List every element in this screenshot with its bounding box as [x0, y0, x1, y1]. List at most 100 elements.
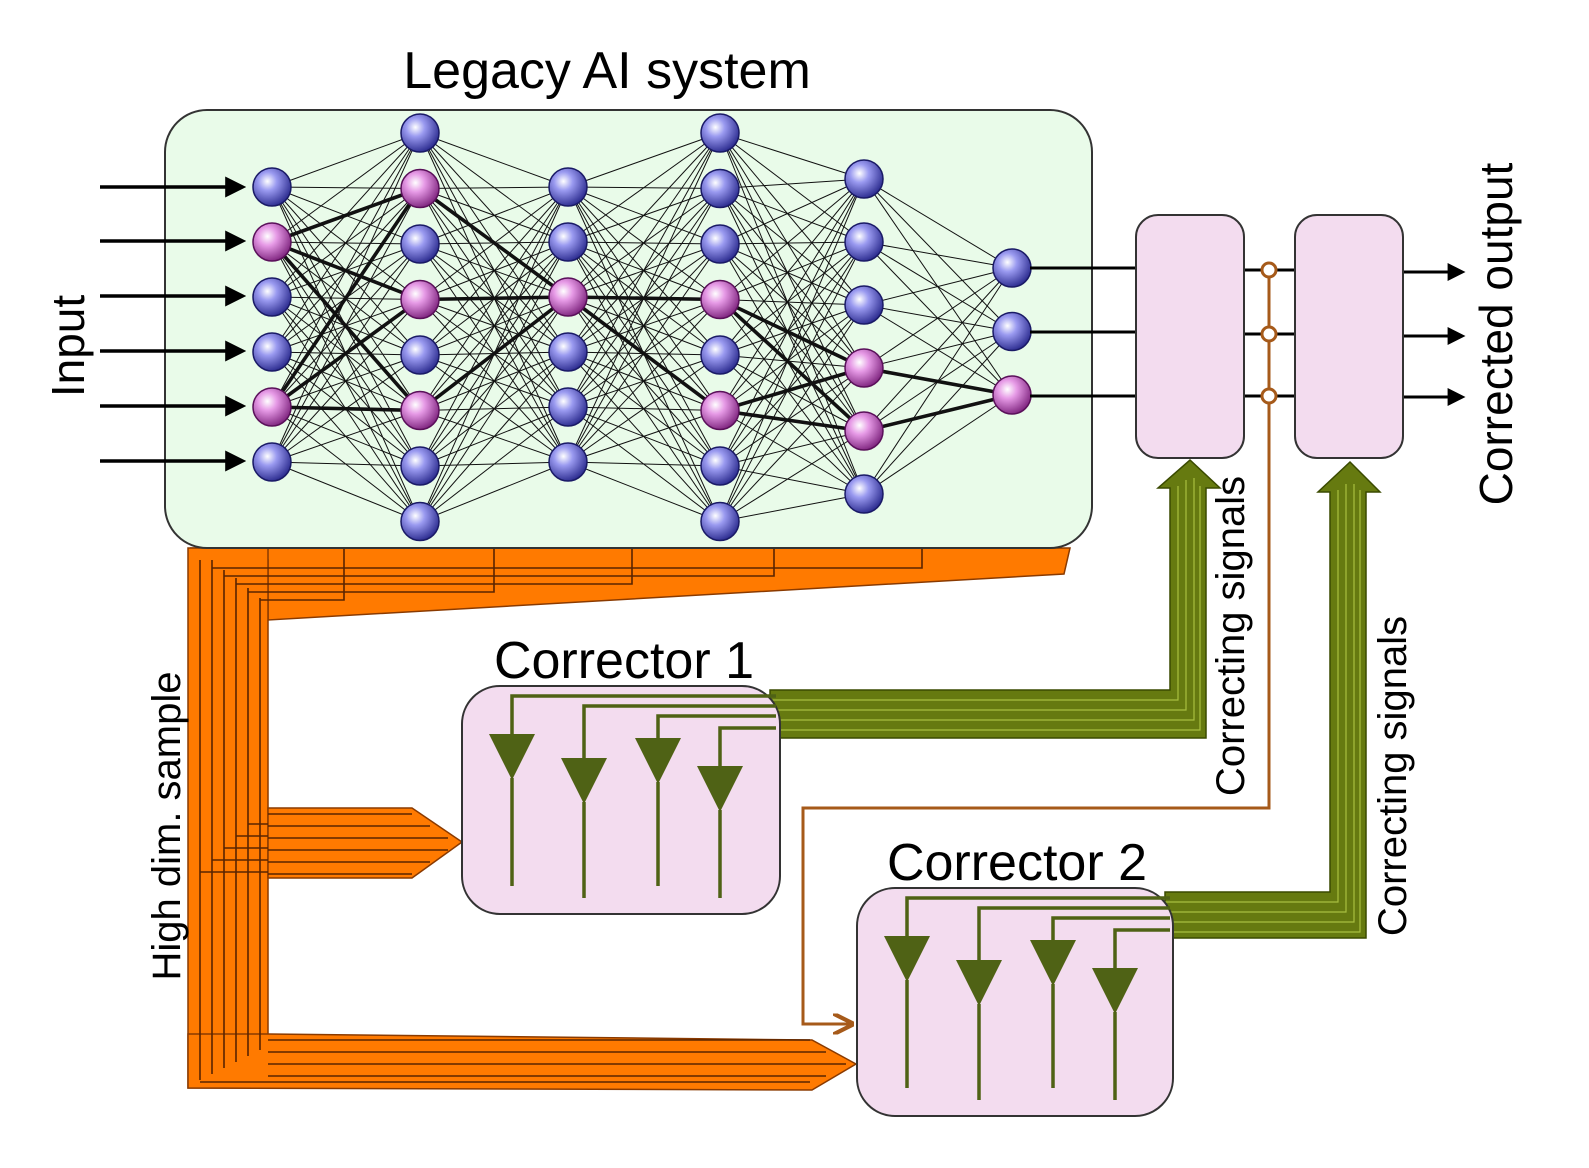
neuron	[400, 113, 440, 153]
neuron	[700, 224, 740, 264]
connection	[719, 188, 865, 495]
connection	[863, 178, 1013, 269]
connection	[719, 241, 865, 467]
corrector-2	[856, 887, 1174, 1117]
connection	[719, 178, 865, 189]
connection	[419, 186, 569, 300]
connection	[567, 132, 721, 243]
connection	[719, 354, 865, 369]
connection	[719, 188, 865, 432]
legacy-system-title: Legacy AI system	[403, 42, 811, 100]
connection	[719, 132, 865, 369]
neuron	[548, 332, 588, 372]
neuron	[700, 113, 740, 153]
neuron	[992, 311, 1032, 352]
active-neuron	[700, 390, 740, 431]
network-connections	[270, 132, 1013, 522]
corrector-2-neurons	[884, 896, 1170, 1100]
corrector-1-box	[461, 685, 781, 915]
connection	[719, 178, 865, 245]
corrector-neuron	[956, 960, 1002, 1006]
connection	[719, 132, 865, 243]
connection	[271, 243, 421, 463]
connection	[719, 188, 865, 243]
corrector-1-neurons	[489, 694, 776, 898]
neuron	[548, 387, 588, 427]
connection	[719, 241, 865, 245]
connection	[719, 410, 865, 495]
network-neurons	[252, 113, 1032, 542]
corrector-neuron	[697, 766, 743, 812]
orange-bundle-vertical	[187, 547, 269, 1089]
feedback-line	[801, 261, 1278, 1024]
connection	[719, 299, 865, 495]
connection	[567, 132, 721, 298]
corrector-neuron	[561, 758, 607, 804]
active-neuron	[400, 279, 440, 320]
active-neuron	[844, 348, 884, 388]
connection	[719, 243, 865, 495]
connection	[271, 132, 421, 298]
neuron	[844, 474, 884, 514]
neuron	[700, 168, 740, 209]
neuron	[700, 446, 740, 486]
correction-gate-2	[1294, 214, 1404, 459]
connection	[719, 188, 865, 306]
connection	[567, 132, 721, 188]
active-connection	[718, 298, 866, 433]
neuron	[252, 167, 292, 207]
connection	[567, 354, 721, 463]
active-neuron	[992, 375, 1032, 415]
active-neuron	[844, 411, 884, 451]
connection	[719, 430, 865, 522]
connection	[567, 461, 721, 522]
neuron	[548, 222, 588, 262]
connection	[271, 188, 421, 463]
neuron	[548, 442, 588, 482]
neuron	[252, 277, 292, 317]
connection	[419, 461, 569, 522]
connection	[419, 241, 569, 522]
high-dim-sample-bundle	[187, 547, 1071, 1091]
orange-arrow-to-corrector-1	[267, 807, 464, 879]
connection	[719, 367, 865, 522]
neuron	[400, 224, 440, 264]
active-neuron	[400, 390, 440, 431]
connection	[719, 132, 865, 495]
connection	[863, 241, 1013, 269]
connection	[719, 304, 865, 356]
corrector-1-title: Corrector 1	[494, 632, 754, 690]
connection	[419, 186, 569, 189]
connection	[719, 178, 865, 356]
neuron	[700, 335, 740, 375]
connection	[863, 331, 1013, 495]
corrector-2-box	[856, 887, 1174, 1117]
connection	[719, 241, 865, 356]
neuron	[844, 285, 884, 325]
connection	[719, 178, 865, 467]
corrector-neuron	[635, 738, 681, 784]
connection	[567, 461, 721, 467]
connection	[419, 351, 569, 522]
connection	[567, 243, 721, 463]
active-connection	[719, 297, 865, 370]
high-dim-sample-label: High dim. sample	[145, 671, 189, 980]
connection	[567, 299, 721, 463]
connection	[719, 243, 865, 432]
neuron	[400, 446, 440, 486]
correcting-signals-label-1: Correcting signals	[1209, 476, 1253, 796]
connection	[719, 354, 865, 432]
connection	[271, 132, 421, 408]
connection	[719, 299, 865, 306]
connection	[719, 304, 865, 467]
correcting-signals-bundle-2	[1164, 460, 1382, 939]
corrector-neuron	[884, 936, 930, 982]
connection	[271, 461, 421, 467]
connection	[719, 178, 865, 300]
connection	[719, 178, 865, 522]
active-connection	[719, 408, 865, 433]
connection	[719, 465, 865, 495]
neuron	[700, 501, 740, 542]
neuron	[400, 335, 440, 375]
